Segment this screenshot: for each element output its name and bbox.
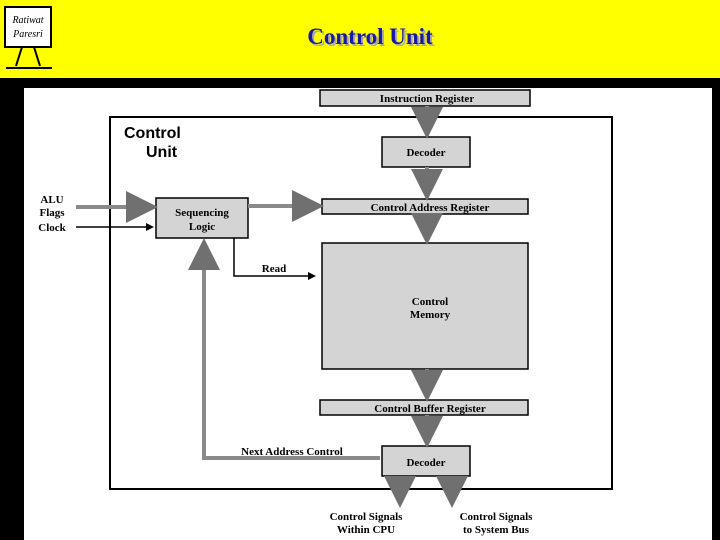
instruction-register-label: Instruction Register [380,93,475,105]
right-band [712,78,720,540]
signals-cpu-label-line-2: Within CPU [337,524,395,536]
top-band [0,78,720,88]
decoder-bottom-label: Decoder [406,457,445,469]
control-memory-label-line-1: Control [412,296,448,308]
control-unit-frame [109,116,613,490]
alu-flags-label-line-1: ALU [40,194,63,206]
signals-bus-label-line-1: Control Signals [460,511,534,523]
control-unit-label-line-2: Unit [146,144,178,161]
sequencing-logic-label-line-2: Logic [189,221,215,233]
signals-bus-label-line-2: to System Bus [463,524,530,536]
read-line [233,238,316,280]
sequencing-logic-label-line-1: Sequencing [175,207,229,219]
control-address-register-label: Control Address Register [371,202,490,214]
page-title: Control Unit [307,24,433,49]
next-address-control-line [188,238,380,460]
next-address-control-label: Next Address Control [241,446,343,458]
logo-line-2: Paresri [12,29,43,40]
read-label: Read [262,263,286,275]
control-buffer-register-label: Control Buffer Register [374,403,486,415]
control-unit-label-line-1: Control [124,125,181,142]
logo-line-1: Ratiwat [11,15,43,26]
signals-cpu-label-line-1: Control Signals [330,511,404,523]
logo-sign-icon: Ratiwat Paresri [4,6,52,69]
header-bar: Ratiwat Paresri Control Unit [0,0,720,78]
decoder-top-label: Decoder [406,147,445,159]
clock-label: Clock [38,222,66,234]
control-memory-label-line-2: Memory [410,309,451,321]
left-band [0,78,24,540]
alu-flags-label-line-2: Flags [39,207,65,219]
